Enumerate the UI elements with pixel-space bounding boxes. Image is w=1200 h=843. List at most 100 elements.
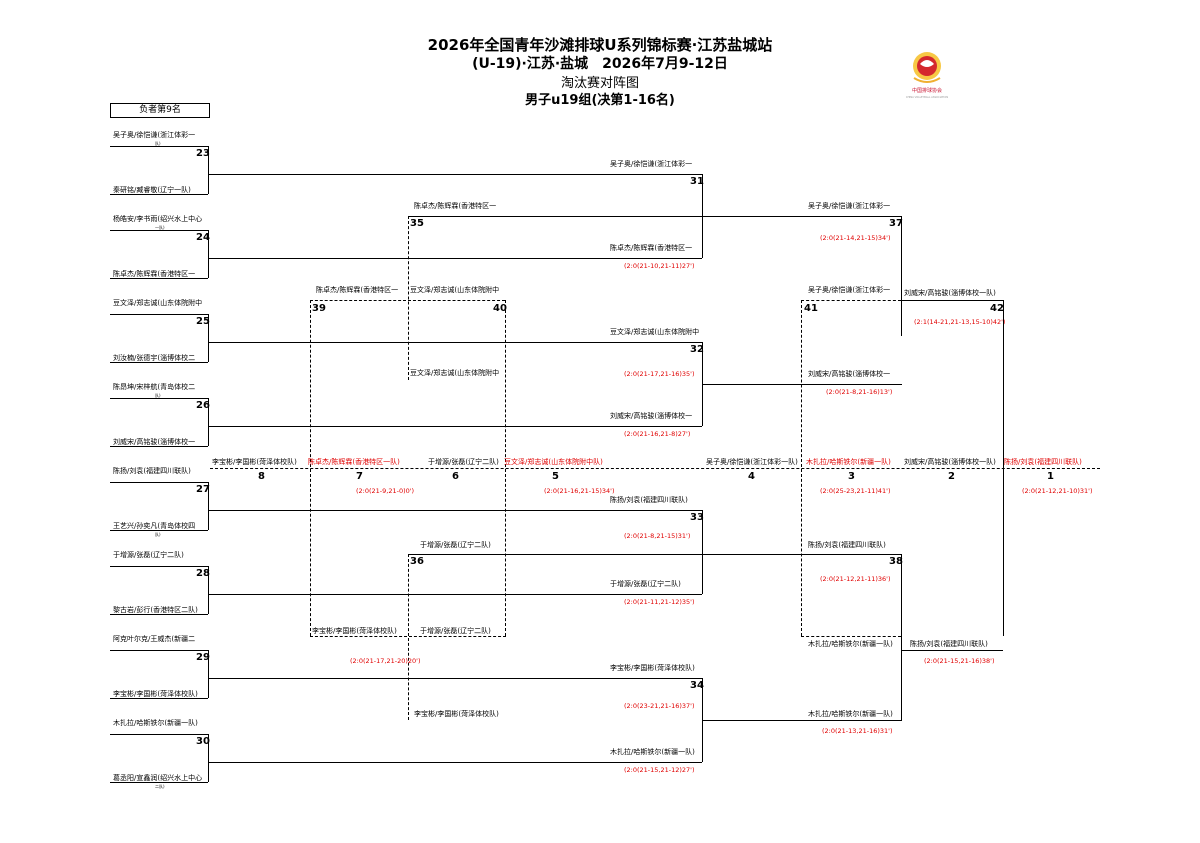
- bracket-line: [110, 782, 208, 783]
- rank-team-name: 木扎拉/哈斯铁尔(新疆一队): [806, 458, 891, 466]
- logo-text: 中国排球协会: [912, 87, 942, 94]
- bracket-line: [208, 342, 702, 343]
- match-score: (2:0(21-10,21-11)27'): [624, 262, 695, 270]
- bracket-line: [702, 720, 902, 721]
- rank-team-name: 豆文泽/郑志诚(山东体院附中队): [504, 458, 603, 466]
- entry-name: 葛丞阳/宣鑫润(绍兴水上中心: [113, 774, 203, 782]
- entry-sub: 队): [155, 393, 161, 398]
- match-score: (2:1(14-21,21-13,15-10)42'): [914, 318, 1006, 326]
- entry-name: 刘威宋/高铭骏(淄博体校一: [113, 438, 196, 446]
- rank-team-name: 吴子奥/徐恺谦(浙江体彩一队): [706, 458, 798, 466]
- match-number: 30: [196, 736, 210, 747]
- match-score: (2:0(23-21,21-16)37'): [624, 702, 695, 710]
- title-line2: (U-19)·江苏·盐城 2026年7月9-12日: [472, 56, 728, 72]
- bracket-line: [801, 300, 901, 301]
- rank-team-name: 陈卓杰/陈辉霖(香港特区一队): [308, 458, 400, 466]
- bracket-line: [702, 384, 902, 385]
- winner-name: 木扎拉/哈斯铁尔(新疆一队): [610, 748, 695, 756]
- match-score: (2:0(21-8,21-15)31'): [624, 532, 691, 540]
- bracket-line: [208, 734, 209, 782]
- entry-name: 杨皓安/李书雨(绍兴水上中心: [113, 215, 203, 223]
- winner-name: 陈扬/刘袁(福建四川联队): [808, 541, 886, 549]
- match-number: 34: [690, 680, 704, 691]
- loser-name: 于增源/张磊(辽宁二队): [420, 627, 491, 635]
- rank-team-name: 刘威宋/高铭骏(淄博体校一队): [904, 458, 996, 466]
- match-number: 23: [196, 148, 210, 159]
- entry-name: 陈昂坤/宋梓航(青岛体校二: [113, 383, 196, 391]
- match-number: 41: [804, 303, 818, 314]
- match-score: (2:0(21-15,21-12)27'): [624, 766, 695, 774]
- match-score: (2:0(21-12,21-11)36'): [820, 575, 891, 583]
- winner-name: 吴子奥/徐恺谦(浙江体彩一: [808, 286, 891, 294]
- title-line4: 男子u19组(决第1-16名): [525, 93, 675, 108]
- match-number: 26: [196, 400, 210, 411]
- bracket-line: [310, 636, 506, 637]
- entry-name: 吴子奥/徐恺谦(浙江体彩一: [113, 131, 196, 139]
- match-number: 37: [889, 218, 903, 229]
- match-number: 27: [196, 484, 210, 495]
- rank-team-name: 于增源/张磊(辽宁二队): [428, 458, 499, 466]
- entry-name: 王艺兴/孙奕凡(青岛体校四: [113, 522, 196, 530]
- winner-name: 刘威宋/高铭骏(淄博体校一: [610, 412, 693, 420]
- match-number: 32: [690, 344, 704, 355]
- entry-name: 刘汝楠/张德宇(淄博体校二: [113, 354, 196, 362]
- match-score: (2:0(21-17,21-20)20'): [350, 657, 421, 665]
- match-number: 40: [493, 303, 507, 314]
- match-number: 33: [690, 512, 704, 523]
- match-score: (2:0(21-14,21-15)34'): [820, 234, 891, 242]
- match-score: (2:0(21-16,21-15)34'): [544, 487, 615, 495]
- winner-name: 李宝彬/李国彬(菏泽体校队): [610, 664, 695, 672]
- match-score: (2:0(21-16,21-8)27'): [624, 430, 691, 438]
- bracket-line: [110, 614, 208, 615]
- bracket-line: [110, 230, 208, 231]
- bracket-line: [901, 650, 1003, 651]
- bracket-line: [110, 734, 208, 735]
- bracket-line: [110, 194, 208, 195]
- bracket-line: [702, 216, 902, 217]
- loser-9th-box: 负者第9名: [110, 103, 210, 118]
- bracket-line: [901, 554, 902, 720]
- match-number: 38: [889, 556, 903, 567]
- match-number: 31: [690, 176, 704, 187]
- match-number: 25: [196, 316, 210, 327]
- bracket-line: [408, 216, 702, 217]
- loser-name: 陈卓杰/陈辉霖(香港特区一: [316, 286, 399, 294]
- bracket-line: [310, 300, 406, 301]
- rank-number: 1: [1047, 471, 1054, 482]
- loser-name: 陈卓杰/陈辉霖(香港特区一: [414, 202, 497, 210]
- bracket-line: [110, 566, 208, 567]
- bracket-line: [110, 530, 208, 531]
- winner-name: 刘威宋/高铭骏(淄博体校一: [808, 370, 891, 378]
- bracket-line: [208, 482, 209, 530]
- match-score: (2:0(21-15,21-16)38'): [924, 657, 995, 665]
- entry-name: 木扎拉/哈斯铁尔(新疆一队): [113, 719, 198, 727]
- bracket-line: [110, 278, 208, 279]
- title-line1: 2026年全国青年沙滩排球U系列锦标赛·江苏盐城站: [427, 36, 773, 54]
- winner-name: 陈卓杰/陈辉霖(香港特区一: [610, 244, 693, 252]
- match-number: 42: [990, 303, 1004, 314]
- bracket-line: [208, 426, 702, 427]
- bracket-line: [208, 230, 209, 278]
- entry-sub: 队): [155, 532, 161, 537]
- match-score: (2:0(25-23,21-11)41'): [820, 487, 891, 495]
- bracket-line: [208, 510, 702, 511]
- match-score: (2:0(21-11,21-12)35'): [624, 598, 695, 606]
- bracket-line: [208, 678, 702, 679]
- match-score: (2:0(21-12,21-10)31'): [1022, 487, 1093, 495]
- svg-text:CHINA VOLLEYBALL ASSOCIATION: CHINA VOLLEYBALL ASSOCIATION: [906, 95, 948, 99]
- bracket-line: [208, 566, 209, 614]
- volleyball-association-logo: 中国排球协会 CHINA VOLLEYBALL ASSOCIATION: [906, 52, 948, 99]
- rank-team-name: 李宝彬/李国彬(菏泽体校队): [212, 458, 297, 466]
- bracket-line: [702, 554, 902, 555]
- entry-name: 于增源/张磊(辽宁二队): [113, 551, 184, 559]
- bracket-line: [901, 300, 1003, 301]
- bracket-line: [408, 300, 505, 301]
- bracket-line: [208, 146, 209, 194]
- match-number: 28: [196, 568, 210, 579]
- winner-name: 陈扬/刘袁(福建四川联队): [610, 496, 688, 504]
- match-number: 39: [312, 303, 326, 314]
- bracket-line: [901, 216, 902, 336]
- match-score: (2:0(21-17,21-16)35'): [624, 370, 695, 378]
- bracket-line: [702, 510, 703, 594]
- rank-number: 2: [948, 471, 955, 482]
